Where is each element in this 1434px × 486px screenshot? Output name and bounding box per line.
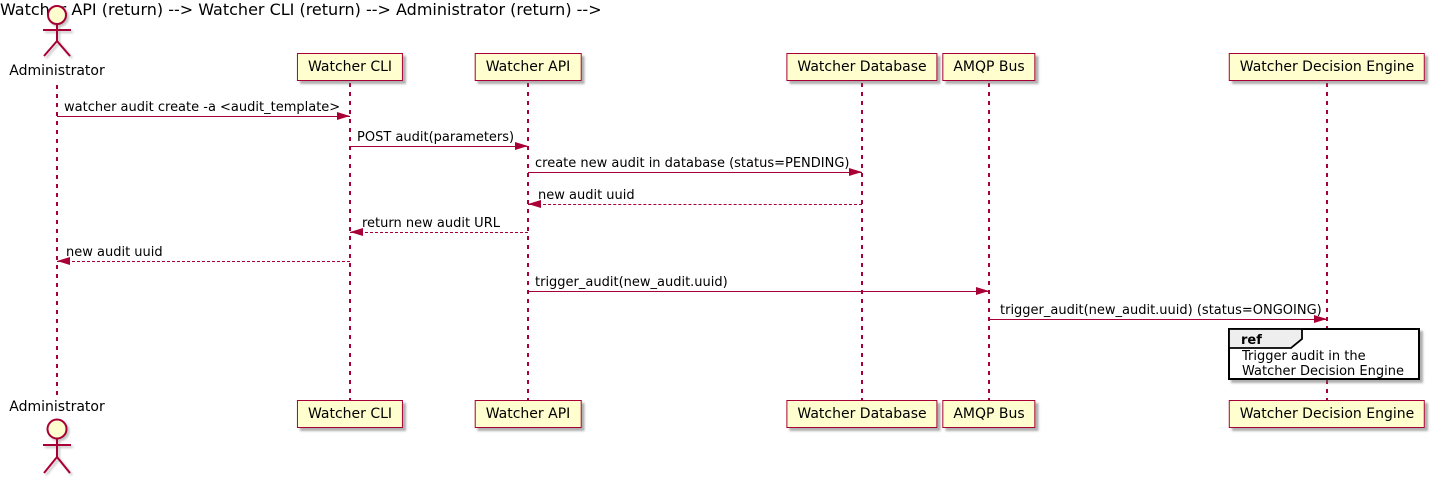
participant-watcher-api-top: Watcher API [474, 53, 582, 81]
participant-watcher-database-bottom: Watcher Database [786, 400, 938, 428]
administrator-actor-icon-bottom [43, 418, 71, 474]
administrator-actor-icon-top [43, 5, 71, 57]
message-line [350, 232, 528, 233]
arrowhead-icon [337, 112, 350, 120]
ref-content-line: Trigger audit in the [1242, 349, 1366, 364]
arrowhead-icon [528, 200, 541, 208]
ref-content-line: Watcher Decision Engine [1242, 364, 1404, 379]
arrowhead-icon [515, 142, 528, 150]
arrowhead-icon [849, 168, 862, 176]
lifeline-watcher-api [527, 83, 529, 400]
actor-label-top: Administrator [9, 63, 105, 79]
participant-watcher-decision-engine-top: Watcher Decision Engine [1228, 53, 1426, 81]
arrowhead-icon [976, 287, 989, 295]
message-label: create new audit in database (status=PEN… [535, 156, 850, 171]
ref-label: ref [1241, 333, 1262, 348]
participant-watcher-database-top: Watcher Database [786, 53, 938, 81]
lifeline-administrator [56, 85, 58, 398]
participant-amqp-bus-bottom: AMQP Bus [942, 400, 1036, 428]
ref-content: Trigger audit in the Watcher Decision En… [1242, 349, 1404, 379]
ref-header: ref [1228, 328, 1303, 349]
message-line [989, 319, 1327, 320]
participant-amqp-bus-top: AMQP Bus [942, 53, 1036, 81]
message-label: POST audit(parameters) [357, 130, 515, 145]
message-line [528, 204, 862, 205]
participant-watcher-cli-top: Watcher CLI [296, 53, 404, 81]
lifeline-amqp-bus [988, 83, 990, 400]
participant-watcher-cli-bottom: Watcher CLI [296, 400, 404, 428]
arrowhead-icon [1314, 315, 1327, 323]
message-line [57, 116, 350, 117]
message-line [350, 146, 528, 147]
message-line [528, 291, 989, 292]
message-line [528, 172, 862, 173]
message-label: new audit uuid [66, 245, 163, 260]
lifeline-watcher-cli [349, 83, 351, 400]
message-line [57, 261, 350, 262]
participant-watcher-api-bottom: Watcher API [474, 400, 582, 428]
arrowhead-icon [57, 257, 70, 265]
ref-fragment: ref Trigger audit in the Watcher Decisio… [1228, 328, 1420, 380]
actor-label-bottom: Administrator [9, 399, 105, 415]
participant-watcher-decision-engine-bottom: Watcher Decision Engine [1228, 400, 1426, 428]
message-label: watcher audit create -a <audit_template> [64, 100, 341, 115]
arrowhead-icon [350, 228, 363, 236]
lifeline-watcher-decision-engine [1326, 83, 1328, 400]
message-label: trigger_audit(new_audit.uuid) [535, 275, 728, 290]
lifeline-watcher-database [861, 83, 863, 400]
message-label: return new audit URL [362, 216, 500, 231]
message-label: trigger_audit(new_audit.uuid) (status=ON… [1000, 303, 1322, 318]
message-label: new audit uuid [538, 188, 635, 203]
